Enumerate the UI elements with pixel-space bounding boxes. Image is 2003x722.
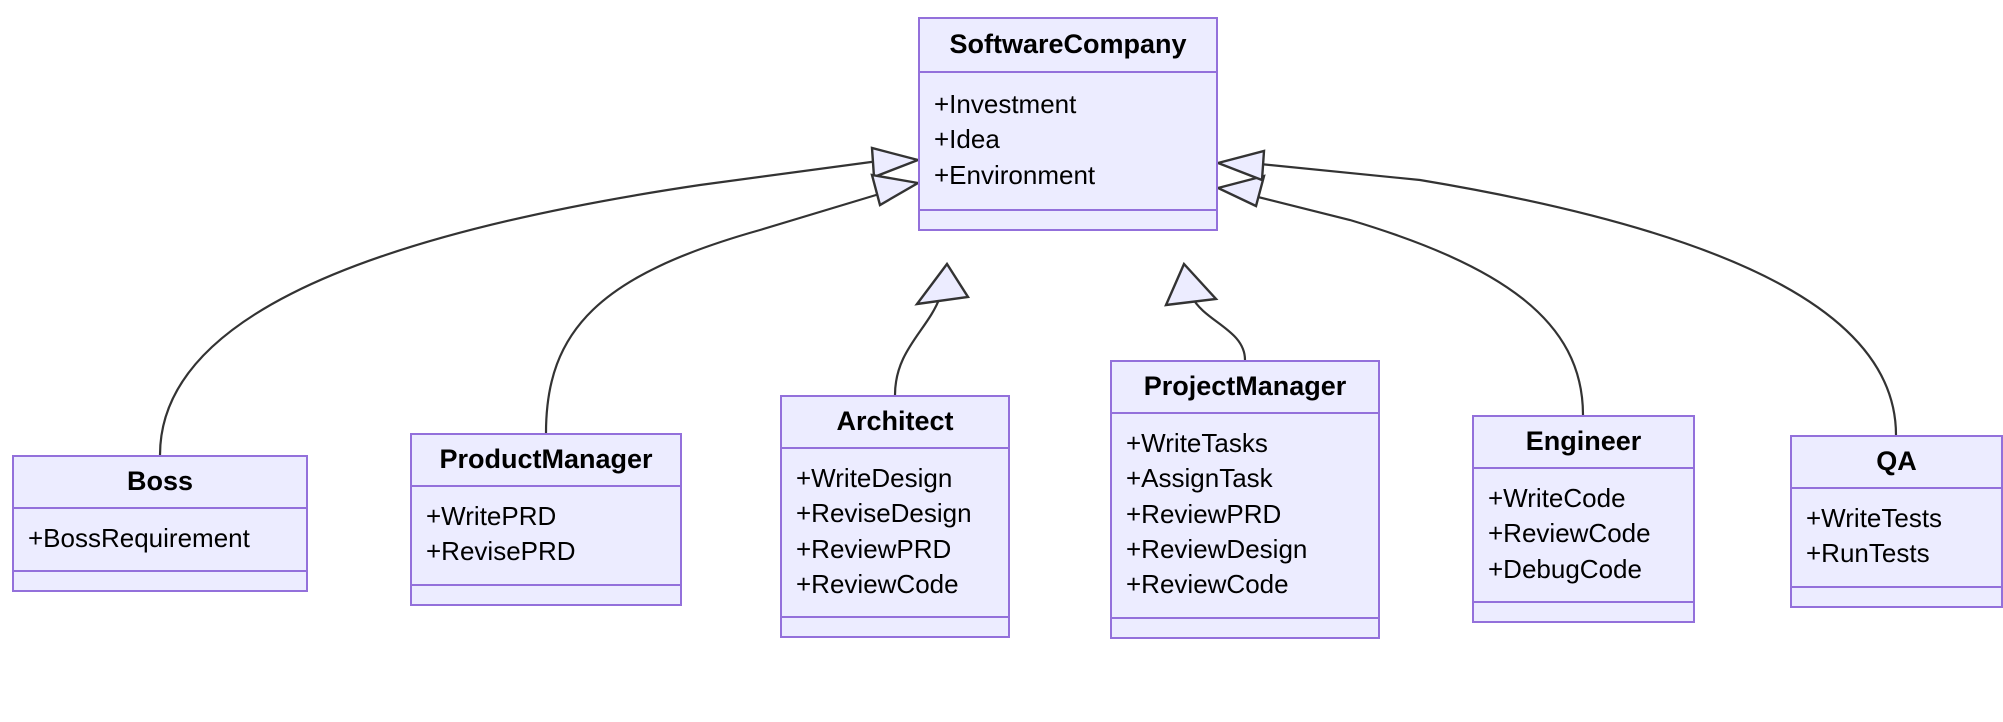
edge-architect-to-softwarecompany: [893, 261, 971, 396]
class-attribute: +ReviewPRD: [1126, 498, 1282, 529]
class-title: Engineer: [1474, 417, 1693, 470]
inheritance-arrowhead-icon: [1164, 261, 1219, 307]
class-attribute: +ReviewCode: [796, 569, 959, 600]
class-attributes: +WritePRD +RevisePRD: [412, 487, 680, 586]
inheritance-arrowhead-icon: [870, 146, 922, 179]
class-attribute: +WriteTasks: [1126, 428, 1268, 459]
edge-projectmanager-to-softwarecompany: [1164, 261, 1247, 361]
class-attribute: +ReviseDesign: [796, 498, 972, 529]
class-methods: [920, 211, 1216, 229]
class-attribute: +Idea: [934, 124, 1000, 155]
class-title: ProductManager: [412, 435, 680, 488]
inheritance-arrowhead-icon: [1214, 149, 1266, 182]
class-methods: [1112, 619, 1378, 637]
class-title: SoftwareCompany: [920, 19, 1216, 74]
class-attributes: +WriteDesign +ReviseDesign +ReviewPRD +R…: [782, 449, 1008, 619]
inheritance-arrowhead-icon: [1214, 174, 1266, 208]
class-attribute: +BossRequirement: [28, 523, 250, 554]
class-attribute: +WriteTests: [1806, 503, 1943, 534]
class-attribute: +RunTests: [1806, 538, 1930, 569]
class-title: QA: [1792, 437, 2001, 490]
uml-class-boss[interactable]: Boss +BossRequirement: [12, 455, 308, 593]
class-attribute: +ReviewCode: [1126, 569, 1289, 600]
class-attributes: +Investment +Idea +Environment: [920, 73, 1216, 212]
class-title: ProjectManager: [1112, 362, 1378, 415]
uml-class-softwarecompany[interactable]: SoftwareCompany +Investment +Idea +Envir…: [918, 17, 1218, 232]
class-attributes: +BossRequirement: [14, 509, 306, 573]
class-attributes: +WriteTests +RunTests: [1792, 489, 2001, 588]
class-attribute: +ReviewPRD: [796, 533, 952, 564]
class-attribute: +WritePRD: [426, 501, 557, 532]
class-methods: [1792, 588, 2001, 606]
class-attribute: +WriteCode: [1488, 483, 1626, 514]
class-attribute: +ReviewCode: [1488, 518, 1651, 549]
class-methods: [14, 572, 306, 590]
class-attribute: +Environment: [934, 159, 1096, 190]
class-attribute: +DebugCode: [1488, 553, 1642, 584]
uml-class-qa[interactable]: QA +WriteTests +RunTests: [1790, 435, 2003, 608]
uml-class-productmanager[interactable]: ProductManager +WritePRD +RevisePRD: [410, 433, 682, 606]
class-methods: [782, 618, 1008, 636]
class-attribute: +ReviewDesign: [1126, 534, 1308, 565]
class-attribute: +Investment: [934, 89, 1077, 120]
class-attribute: +RevisePRD: [426, 536, 576, 567]
class-title: Boss: [14, 457, 306, 510]
class-attributes: +WriteTasks +AssignTask +ReviewPRD +Revi…: [1112, 414, 1378, 619]
class-methods: [1474, 603, 1693, 621]
uml-class-engineer[interactable]: Engineer +WriteCode +ReviewCode +DebugCo…: [1472, 415, 1695, 624]
uml-class-architect[interactable]: Architect +WriteDesign +ReviseDesign +Re…: [780, 395, 1010, 639]
class-attributes: +WriteCode +ReviewCode +DebugCode: [1474, 469, 1693, 604]
class-attribute: +AssignTask: [1126, 463, 1273, 494]
class-title: Architect: [782, 397, 1008, 450]
inheritance-arrowhead-icon: [914, 261, 971, 306]
class-methods: [412, 586, 680, 604]
class-attribute: +WriteDesign: [796, 463, 953, 494]
uml-class-projectmanager[interactable]: ProjectManager +WriteTasks +AssignTask +…: [1110, 360, 1380, 639]
inheritance-arrowhead-icon: [870, 173, 922, 207]
